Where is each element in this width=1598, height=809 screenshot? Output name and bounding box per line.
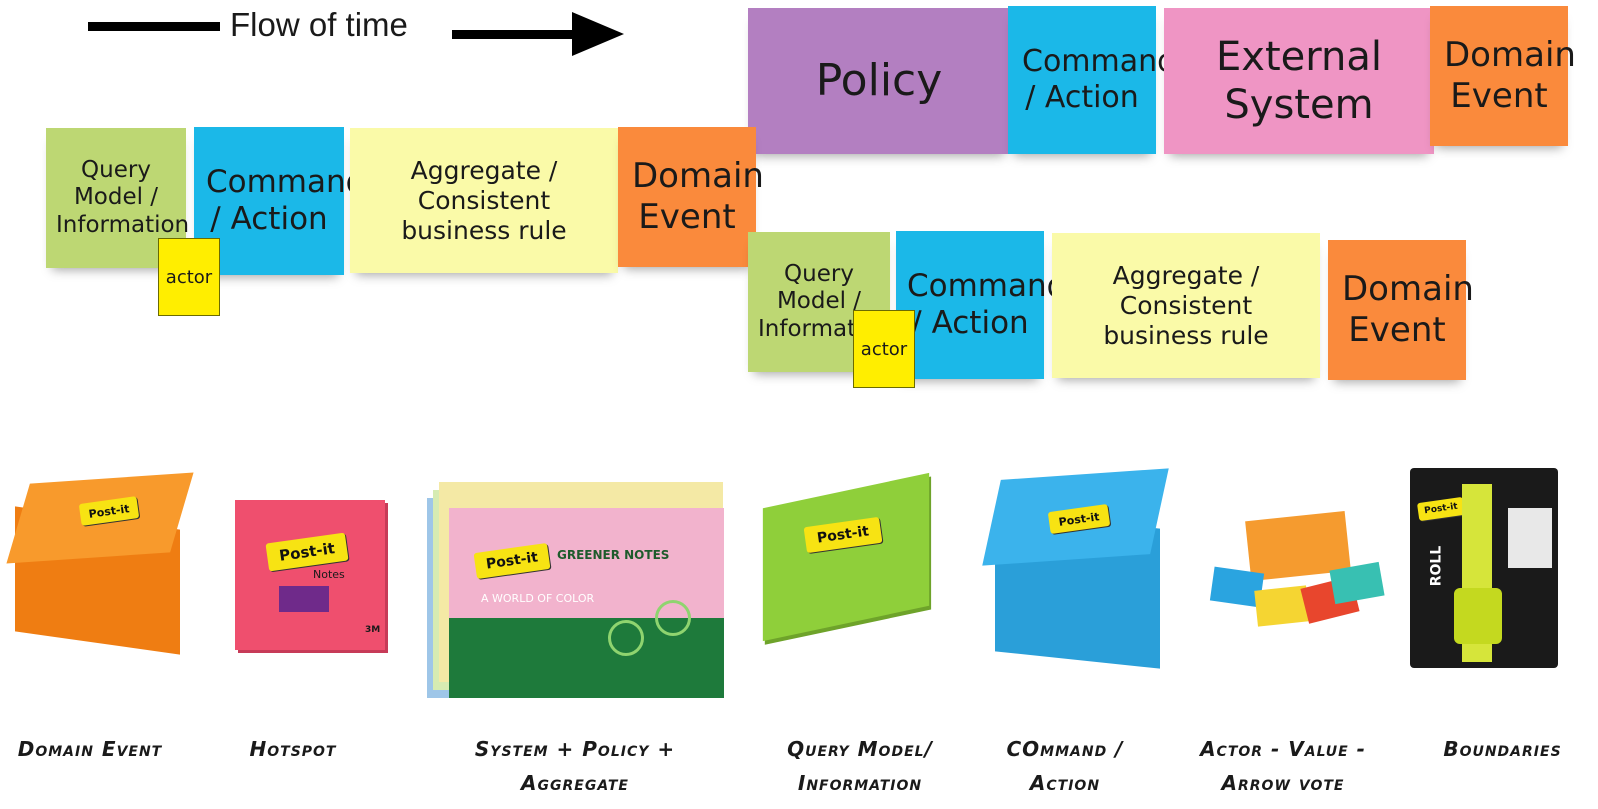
- world-of-color-text: A WORLD OF COLOR: [481, 592, 595, 605]
- legend-system-policy-aggregate: System + Policy + Aggregate: [474, 737, 676, 795]
- logo-text: Post-it: [816, 523, 870, 547]
- sticky-command-top[interactable]: Command / Action: [1008, 6, 1177, 154]
- super-sticky-badge: [279, 586, 329, 612]
- mini-pads-image: [1209, 510, 1390, 630]
- actor-label: actor: [165, 266, 213, 288]
- pad-body: [762, 472, 930, 642]
- leaf-icon: [655, 600, 691, 636]
- roll-cylinder: [1454, 588, 1502, 644]
- boundaries-roll-image: Post-it ROLL: [1410, 468, 1560, 668]
- sticky-command-1[interactable]: Command / Action: [194, 127, 366, 275]
- roll-text: ROLL: [1428, 545, 1445, 587]
- roll-label-box: [1508, 508, 1552, 568]
- sticky-query-model-1[interactable]: Query Model / Information: [46, 128, 190, 268]
- sticky-label: Aggregate / Consistent business rule: [401, 155, 567, 245]
- logo-text: Post-it: [278, 539, 336, 565]
- sticky-label: Aggregate / Consistent business rule: [1103, 260, 1269, 350]
- sticky-label: Query Model / Information: [56, 156, 190, 238]
- sticky-domain-event-2[interactable]: Domain Event: [1328, 240, 1474, 380]
- flow-label: Flow of time: [230, 6, 408, 43]
- pink-pad-image: Post-it Notes 3M: [235, 500, 390, 655]
- logo-text: Post-it: [87, 501, 131, 521]
- pad-body: [235, 500, 385, 650]
- actor-note-2[interactable]: actor: [853, 310, 915, 388]
- sticky-label: Command / Action: [907, 267, 1067, 341]
- sticky-label: Command / Action: [1022, 44, 1177, 115]
- arrow-head-icon: [572, 12, 624, 56]
- sticky-label: Domain Event: [1444, 35, 1576, 116]
- legend-domain-event: Domain Event: [17, 737, 163, 761]
- legend-hotspot: Hotspot: [249, 737, 337, 761]
- legend-command-action: COmmand / Action: [1006, 737, 1124, 795]
- recycle-icon: [608, 620, 644, 656]
- greener-notes-text: GREENER NOTES: [557, 548, 670, 562]
- sticky-domain-event-top[interactable]: Domain Event: [1430, 6, 1576, 146]
- blue-pad-image: Post-it: [982, 468, 1175, 672]
- sticky-external-system[interactable]: External System: [1164, 8, 1434, 154]
- actor-label: actor: [860, 338, 908, 360]
- arrow-shaft: [452, 30, 580, 39]
- sticky-aggregate-1[interactable]: Aggregate / Consistent business rule: [350, 128, 618, 273]
- green-pad-image: Post-it: [745, 470, 955, 642]
- sticky-command-2[interactable]: Command / Action: [896, 231, 1067, 379]
- greener-notes-image: Post-it GREENER NOTES A WORLD OF COLOR: [425, 468, 725, 708]
- mini-teal: [1329, 561, 1385, 605]
- legend-boundaries: Boundaries: [1443, 737, 1562, 761]
- legend-actor-value-vote: Actor - Value - Arrow vote: [1200, 737, 1366, 795]
- sticky-label: External System: [1216, 34, 1382, 128]
- brand-3m: 3M: [365, 625, 381, 635]
- orange-pad-image: Post-it: [6, 472, 194, 658]
- sticky-policy[interactable]: Policy: [748, 8, 1010, 154]
- actor-note-1[interactable]: actor: [158, 238, 220, 316]
- sticky-label: Domain Event: [632, 156, 764, 237]
- logo-text: Post-it: [1057, 509, 1101, 529]
- sticky-label: Command / Action: [206, 163, 366, 237]
- arrow-tail: [88, 22, 220, 31]
- sticky-domain-event-1[interactable]: Domain Event: [618, 127, 764, 267]
- sticky-label: Policy: [815, 54, 943, 106]
- logo-text: Post-it: [1423, 501, 1459, 517]
- logo-text: Post-it: [485, 549, 539, 573]
- sticky-aggregate-2[interactable]: Aggregate / Consistent business rule: [1052, 233, 1320, 378]
- sticky-label: Domain Event: [1342, 269, 1474, 350]
- legend-query-model: Query Model/ Information: [787, 737, 933, 795]
- notes-text: Notes: [313, 568, 345, 581]
